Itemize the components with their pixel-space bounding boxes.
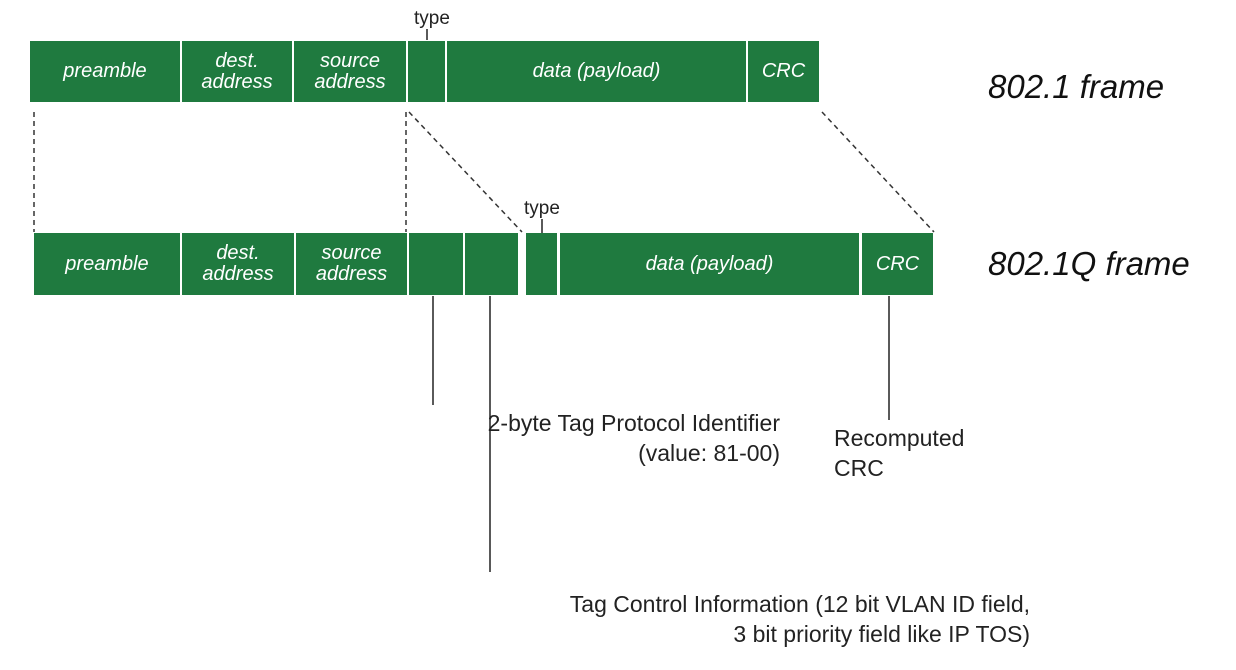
field-source-8021: source address: [294, 41, 406, 102]
dashed-guide-crc: [821, 111, 935, 233]
field-dest-8021q: dest. address: [182, 233, 294, 295]
field-data-8021q: data (payload): [560, 233, 859, 295]
field-preamble-8021: preamble: [30, 41, 180, 102]
field-crc-8021: CRC: [748, 41, 819, 102]
field-source-8021q: source address: [296, 233, 407, 295]
annotation-recomputed-crc: Recomputed CRC: [834, 425, 965, 481]
field-crc-8021q: CRC: [862, 233, 933, 295]
field-preamble-8021q: preamble: [34, 233, 180, 295]
field-tci-8021q: [465, 233, 518, 295]
field-type-8021: [408, 41, 445, 102]
annotation-tpid: 2-byte Tag Protocol Identifier (value: 8…: [487, 410, 780, 466]
field-data-8021: data (payload): [447, 41, 746, 102]
field-dest-8021: dest. address: [182, 41, 292, 102]
field-tpid-8021q: [409, 233, 463, 295]
field-type-8021q: [526, 233, 557, 295]
dashed-guide-type: [408, 111, 523, 233]
frame-title-8021: 802.1 frame: [988, 68, 1165, 105]
type-label-8021: type: [414, 8, 450, 29]
type-label-8021q: type: [524, 198, 560, 219]
frame-title-8021q: 802.1Q frame: [988, 245, 1190, 282]
annotation-tci: Tag Control Information (12 bit VLAN ID …: [569, 591, 1030, 647]
